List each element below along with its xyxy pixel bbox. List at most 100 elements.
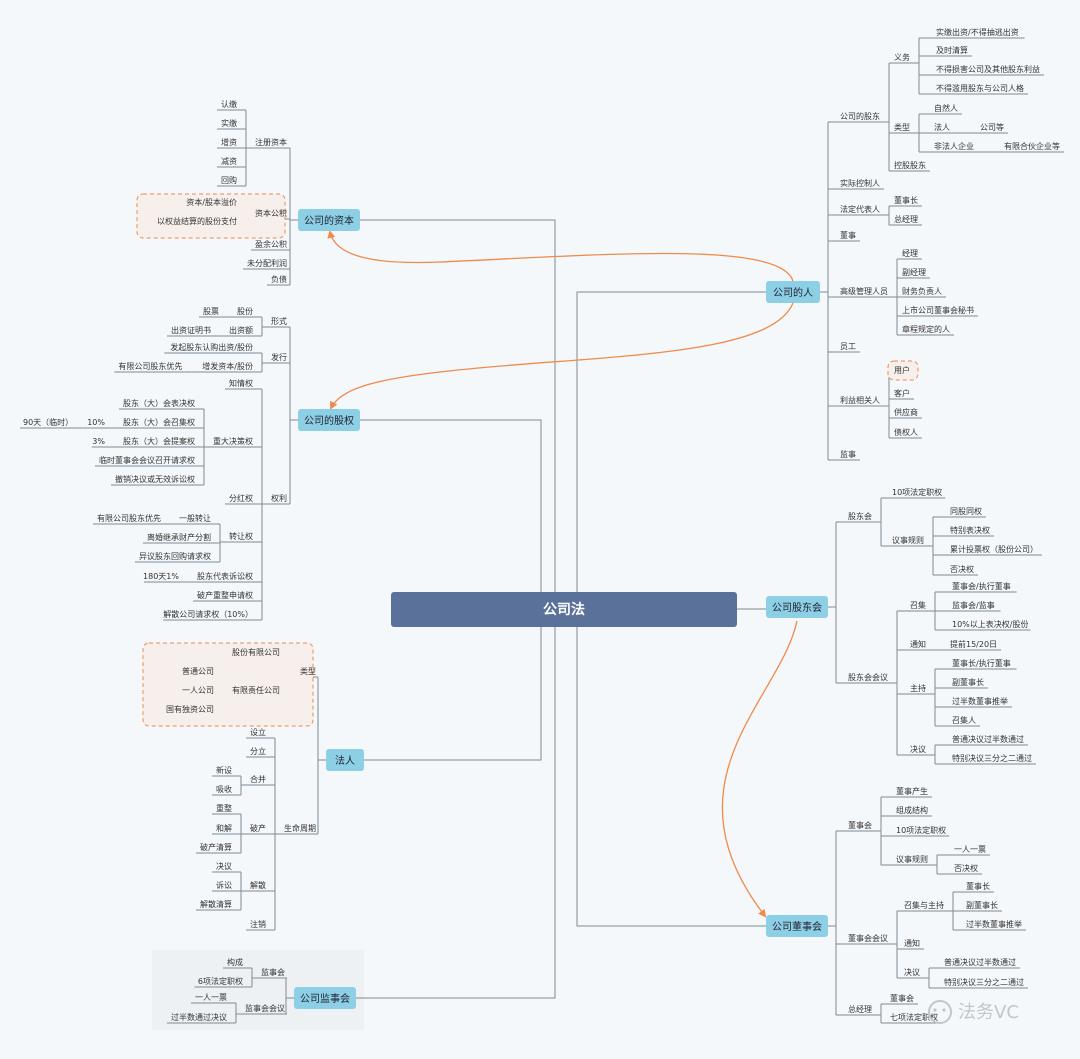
faren-1-0: 设立 xyxy=(250,727,266,737)
gudonghui-1-3-0: 普通决议过半数通过 xyxy=(952,734,1024,744)
branch-ziben[interactable] xyxy=(298,209,360,231)
dongshihui-1-2-1: 特别决议三分之二通过 xyxy=(944,977,1024,987)
gudonghui-1: 股东会会议 xyxy=(848,672,888,682)
ziben-capital-reserve-highlight xyxy=(136,193,286,239)
branch-ren[interactable] xyxy=(766,281,820,303)
ren-2-0: 董事长 xyxy=(894,195,918,205)
gudonghui-1-1-0: 提前15/20日 xyxy=(950,639,997,649)
faren-type-highlight xyxy=(142,642,314,727)
guquan-2-1-1-0-0: 90天（临时） xyxy=(23,417,73,427)
branch-dongshihui[interactable] xyxy=(766,915,828,937)
guquan-2-3: 转让权 xyxy=(229,531,253,541)
gudonghui-1-0-2: 10%以上表决权/股份 xyxy=(952,619,1028,629)
dongshihui-0-3: 议事规则 xyxy=(896,854,928,864)
ren-6-0: 用户 xyxy=(894,365,910,375)
branch-faren[interactable] xyxy=(326,749,364,771)
ren-6-0-highlight xyxy=(887,360,919,381)
guquan-0-0: 股份 xyxy=(237,306,253,316)
branch-guquan[interactable] xyxy=(298,409,360,431)
branch-gudonghui-label: 公司股东会 xyxy=(772,601,822,614)
conn-ren xyxy=(576,291,766,592)
guquan-2-1: 重大决策权 xyxy=(213,436,253,446)
ren-0-1: 类型 xyxy=(894,122,910,132)
faren-1-5: 注销 xyxy=(250,919,266,929)
guquan-2-1-1-0: 10% xyxy=(87,418,105,427)
jianshihui-0-1: 6项法定职权 xyxy=(198,976,243,986)
guquan-2-5: 破产重整申请权 xyxy=(197,590,253,600)
dongshihui-1-2: 决议 xyxy=(904,967,920,977)
guquan-2-3-2: 异议股东回购请求权 xyxy=(139,551,211,561)
faren-1: 生命周期 xyxy=(284,823,316,833)
gudonghui-0-1-1: 特别表决权 xyxy=(950,525,990,535)
gudonghui-1-2-2: 过半数董事推举 xyxy=(952,696,1008,706)
ren-6-2: 供应商 xyxy=(894,407,918,417)
conn-dongshihui xyxy=(576,627,766,927)
ziben-1-0: 资本/股本溢价 xyxy=(186,197,237,207)
dongshihui-0-2: 10项法定职权 xyxy=(896,825,946,835)
ziben-1: 资本公积 xyxy=(255,208,287,218)
arrow-gudonghui-to-dongshihui xyxy=(721,620,798,918)
ren-2-1: 总经理 xyxy=(894,214,918,224)
ren-4-2: 财务负责人 xyxy=(902,286,942,296)
watermark-text: 法务VC xyxy=(958,1002,1019,1023)
ziben-3: 未分配利润 xyxy=(247,258,287,268)
dongshihui-0-3-0: 一人一票 xyxy=(954,845,986,854)
ren-4-0: 经理 xyxy=(902,248,918,258)
ren-4-3: 上市公司董事会秘书 xyxy=(902,305,974,315)
jianshihui-0: 监事会 xyxy=(261,967,285,977)
dongshihui-1-0-1: 副董事长 xyxy=(966,900,998,910)
dongshihui-2-1: 七项法定职权 xyxy=(890,1012,938,1022)
ren-0-1-1-0: 公司等 xyxy=(980,122,1004,132)
gudonghui-1-0: 召集 xyxy=(910,600,926,610)
dongshihui-2: 总经理 xyxy=(848,1004,872,1014)
gudonghui-0-0: 10项法定职权 xyxy=(892,487,942,497)
gudonghui-1-0-0: 董事会/执行董事 xyxy=(952,581,1011,591)
gudonghui-1-3-1: 特别决议三分之二通过 xyxy=(952,753,1032,763)
branch-faren-label: 法人 xyxy=(335,754,355,767)
guquan-2-6: 解散公司请求权（10%） xyxy=(163,609,253,619)
ren-1: 实际控制人 xyxy=(840,178,880,188)
gudonghui-1-0-1: 监事会/监事 xyxy=(952,600,995,610)
branch-gudonghui[interactable] xyxy=(766,596,828,618)
guquan-1-1-0: 有限公司股东优先 xyxy=(118,361,182,371)
ren-0-1-2-0: 有限合伙企业等 xyxy=(1004,141,1060,151)
dongshihui-1: 董事会会议 xyxy=(848,933,888,943)
jianshihui-1-0: 一人一票 xyxy=(195,993,227,1002)
conn-faren xyxy=(364,627,542,761)
faren-1-4-2: 解散清算 xyxy=(200,899,232,909)
ziben-0-3: 减资 xyxy=(221,156,237,166)
branch-dongshihui-label: 公司董事会 xyxy=(772,920,822,933)
center-node[interactable]: 公司法 xyxy=(391,592,737,627)
faren-0-1: 有限责任公司 xyxy=(232,685,280,695)
faren-0: 类型 xyxy=(300,666,316,676)
ren-0-1-1: 法人 xyxy=(934,122,950,132)
guquan-0-0-0: 股票 xyxy=(203,307,219,316)
guquan-1: 发行 xyxy=(271,352,287,362)
branch-ziben-label: 公司的资本 xyxy=(304,214,354,227)
faren-0-1-0: 普通公司 xyxy=(182,666,214,676)
ren-0-0: 义务 xyxy=(894,52,910,62)
guquan-0-1-0: 出资证明书 xyxy=(171,325,211,335)
branch-jianshihui[interactable] xyxy=(294,987,356,1009)
gudonghui-1-1: 通知 xyxy=(910,639,926,649)
gudonghui-1-2-0: 董事长/执行董事 xyxy=(952,658,1011,668)
ren-4-4: 章程规定的人 xyxy=(902,324,950,334)
conn-guquan xyxy=(360,419,542,592)
dongshihui-1-0: 召集与主持 xyxy=(904,900,944,910)
guquan-1-0: 发起股东认购出资/股份 xyxy=(170,342,253,352)
guquan-2-1-3: 临时董事会会议召开请求权 xyxy=(99,455,195,465)
jianshihui-1-1: 过半数通过决议 xyxy=(171,1012,227,1022)
guquan-1-1: 增发资本/股份 xyxy=(202,361,253,371)
ziben-4: 负债 xyxy=(271,274,287,284)
faren-0-1-1: 一人公司 xyxy=(182,686,214,695)
dongshihui-0-0: 董事产生 xyxy=(896,786,928,796)
branch-guquan-label: 公司的股权 xyxy=(304,414,354,427)
ziben-2: 盈余公积 xyxy=(255,239,287,249)
ren-4-1: 副经理 xyxy=(902,267,926,277)
gudonghui-0: 股东会 xyxy=(848,511,872,521)
guquan-2-4: 股东代表诉讼权 xyxy=(197,571,253,581)
gudonghui-0-1: 议事规则 xyxy=(892,535,924,545)
guquan-0: 形式 xyxy=(271,316,287,326)
faren-1-2: 合并 xyxy=(250,774,266,784)
